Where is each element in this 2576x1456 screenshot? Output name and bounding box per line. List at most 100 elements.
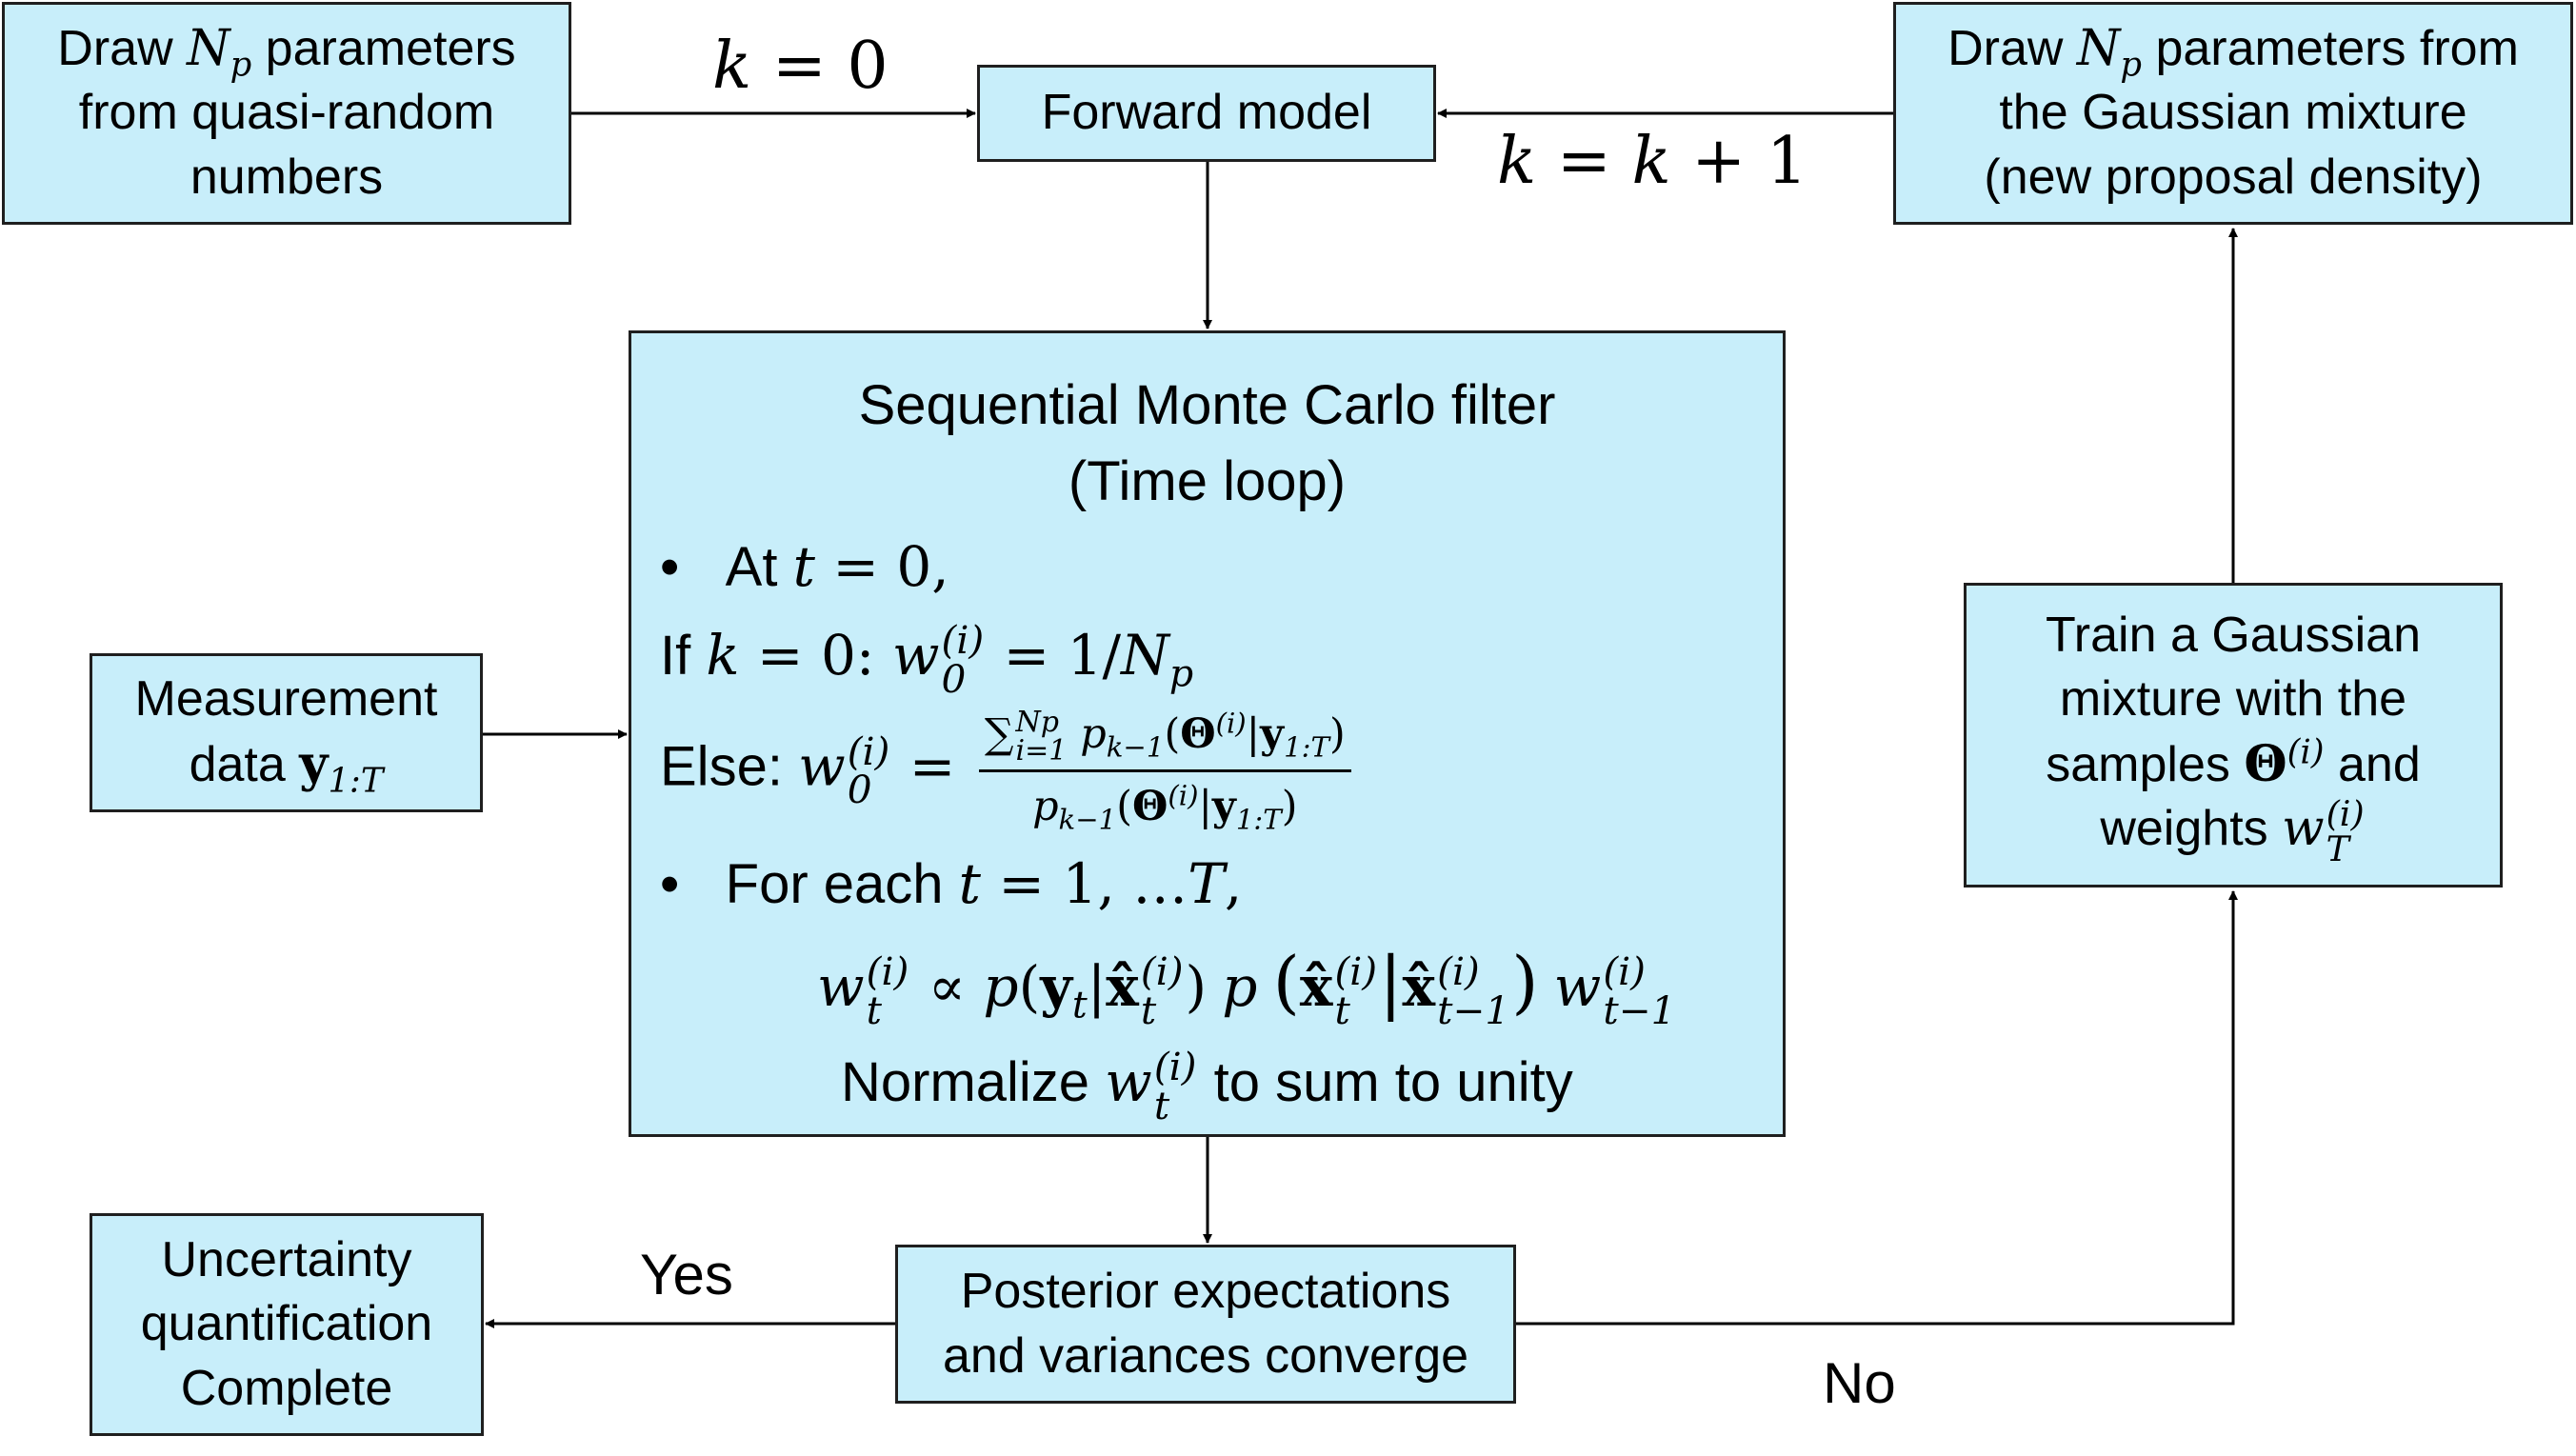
sub: 0 (941, 655, 967, 702)
measurement-line2: data y1:T (190, 732, 384, 798)
text: At (725, 536, 793, 599)
label-k-increment: k = k + 1 (1497, 124, 1807, 199)
math-proportional: ∝ (910, 954, 984, 1020)
sub: t (866, 987, 882, 1034)
math-p: p (983, 954, 1019, 1020)
draw-quasirandom-line1: Draw Np parameters (57, 17, 515, 82)
sup: (i) (1153, 1044, 1197, 1090)
math-p: p (1032, 783, 1059, 831)
label-yes: Yes (640, 1243, 733, 1306)
math-theta: Θ (1131, 783, 1168, 831)
math-eq: = 0, (814, 534, 949, 600)
draw-gaussian-line2: the Gaussian mixture (1999, 85, 2467, 141)
math-rhs: = 1/ (986, 623, 1122, 688)
uq-complete-box: Uncertainty quantification Complete (90, 1213, 484, 1436)
math-k: k (1631, 124, 1671, 199)
smc-title-line1: Sequential Monte Carlo filter (858, 374, 1556, 436)
text: If (660, 625, 707, 688)
sup: (i) (1215, 708, 1247, 741)
math-y: y (1260, 710, 1285, 759)
train-line2: mixture with the (2059, 671, 2407, 728)
supsub: (i)T (2326, 797, 2365, 867)
math-plus: + 1 (1670, 124, 1808, 199)
sub: t−1 (1603, 987, 1676, 1034)
sub: t (1334, 987, 1350, 1034)
draw-gaussian-line1: Draw Np parameters from (1947, 17, 2519, 82)
text: samples (2046, 736, 2245, 792)
train-line1: Train a Gaussian (2045, 607, 2422, 663)
math-xhat: x̂ (1402, 954, 1436, 1020)
math-xhat: x̂ (1299, 954, 1333, 1020)
text: parameters (251, 20, 516, 76)
measurement-line1: Measurement (134, 671, 438, 728)
sup: (i) (1140, 948, 1184, 995)
forward-model-box: Forward model (977, 65, 1436, 162)
sub: t (1153, 1082, 1170, 1128)
math-k: k (1497, 124, 1537, 199)
sub: k−1 (1106, 730, 1165, 764)
math-N: N (1121, 623, 1169, 688)
posterior-line1: Posterior expectations (960, 1263, 1451, 1319)
math-eq: = 0: (739, 623, 892, 688)
smc-filter-box: Sequential Monte Carlo filter (Time loop… (629, 330, 1786, 1137)
math-eq: = 0 (751, 29, 889, 104)
uq-line2: quantification (140, 1296, 433, 1352)
draw-quasirandom-box: Draw Np parameters from quasi-random num… (2, 2, 571, 225)
smc-bullet-foreach: • For each t = 1, …T, (660, 843, 1754, 926)
sup: (i) (2286, 732, 2325, 772)
text: For each (725, 853, 959, 916)
sup: (i) (941, 617, 985, 664)
draw-quasirandom-line3: numbers (190, 149, 384, 205)
math-w: w (2282, 800, 2325, 858)
smc-update-equation: w(i)t ∝ p(yt|x̂(i)t) p (x̂(i)t|x̂(i)t−1)… (817, 943, 1676, 1034)
sup: (i) (1603, 948, 1646, 995)
math-N: N (187, 19, 230, 77)
posterior-line2: and variances converge (942, 1327, 1469, 1384)
measurement-data-box: Measurement data y1:T (90, 653, 483, 812)
sub: 1:T (1235, 803, 1282, 836)
draw-quasirandom-line2: from quasi-random (78, 85, 495, 141)
math-k: k (712, 29, 752, 104)
math-w: w (891, 623, 940, 688)
sum-symbol: ∑ (984, 710, 1014, 759)
sup: (i) (866, 948, 909, 995)
sub: p (1168, 651, 1194, 696)
math-y: y (299, 735, 329, 793)
uq-line1: Uncertainty (161, 1231, 412, 1287)
math-y: y (1040, 954, 1072, 1020)
bullet: • (660, 853, 680, 916)
bullet: • (660, 536, 680, 599)
text: Normalize (841, 1051, 1106, 1114)
text: to sum to unity (1198, 1051, 1573, 1114)
smc-title: Sequential Monte Carlo filter (Time loop… (660, 368, 1754, 520)
smc-if-row: If k = 0: w(i)0 = 1/Np (660, 614, 1754, 698)
sub: k−1 (1058, 803, 1117, 836)
math-p: p (1080, 710, 1107, 759)
math-sub-p: p (230, 45, 252, 84)
math-y: y (1211, 783, 1236, 831)
math-p: p (1222, 954, 1258, 1020)
sup: (i) (1168, 779, 1199, 812)
text: parameters from (2142, 20, 2519, 76)
supsub: (i)t (1334, 952, 1377, 1029)
math-eq: = (891, 733, 973, 799)
math-t: t (958, 851, 981, 917)
sub: 1:T (1284, 730, 1329, 764)
smc-normalize-row: Normalize w(i)t to sum to unity (660, 1041, 1754, 1125)
posterior-converge-box: Posterior expectations and variances con… (895, 1245, 1516, 1404)
text: Draw (57, 20, 188, 76)
text: weights (2100, 801, 2283, 857)
text: Draw (1947, 20, 2077, 76)
math-sub-p: p (2120, 45, 2143, 84)
supsub: (i)0 (848, 732, 890, 809)
math-k: k (706, 623, 740, 688)
uq-line3: Complete (180, 1360, 393, 1416)
label-no: No (1823, 1351, 1896, 1415)
math-t: t (792, 534, 815, 600)
train-gaussian-box: Train a Gaussian mixture with the sample… (1964, 583, 2503, 888)
forward-model-label: Forward model (1041, 85, 1372, 141)
train-line4: weights w(i)T (2100, 797, 2366, 867)
